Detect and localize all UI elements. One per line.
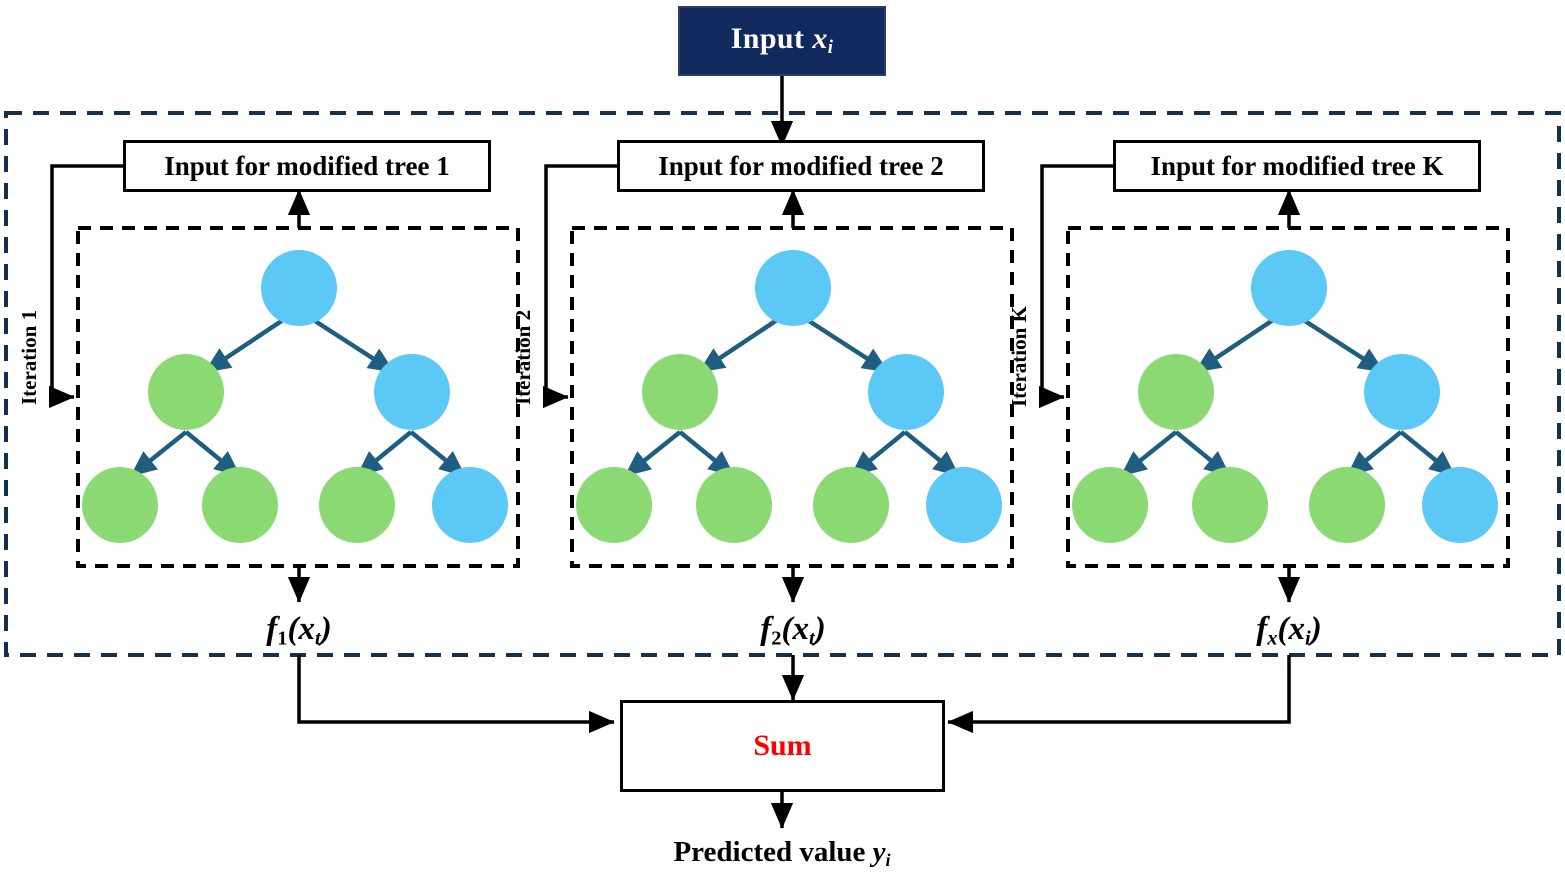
tree-node-leaf-4 — [432, 467, 508, 543]
tree-3-nodes — [1072, 250, 1498, 543]
tree-input-box-3[interactable]: Input for modified tree K — [1113, 140, 1481, 192]
tree-node-leaf-3 — [1309, 467, 1385, 543]
tree-node-root — [1251, 250, 1327, 326]
input-box[interactable]: Input xi — [678, 6, 886, 76]
arrow-output3-to-sum — [947, 655, 1291, 734]
sum-box[interactable]: Sum — [620, 700, 945, 792]
tree-input-box-1[interactable]: Input for modified tree 1 — [123, 140, 491, 192]
iteration-1-feedback-path — [48, 164, 123, 409]
predicted-value-label: Predicted value yi — [673, 836, 891, 871]
tree-node-l1-left — [1138, 354, 1214, 430]
tree-node-leaf-2 — [696, 467, 772, 543]
tree-node-leaf-3 — [813, 467, 889, 543]
tree-node-leaf-2 — [202, 467, 278, 543]
output-label-3: fx(xi) — [1256, 611, 1322, 650]
outer-loop-dashed-border — [4, 111, 1561, 657]
iteration-label-3: Iteration K — [1007, 306, 1031, 407]
tree-node-leaf-1 — [1072, 467, 1148, 543]
tree-2-nodes — [576, 250, 1002, 543]
iteration-label-1: Iteration 1 — [17, 309, 41, 405]
arrow-output1-to-sum — [297, 655, 615, 734]
tree-node-leaf-2 — [1192, 467, 1268, 543]
tree-node-leaf-4 — [926, 467, 1002, 543]
tree-node-l1-left — [642, 354, 718, 430]
tree-node-leaf-1 — [82, 467, 158, 543]
tree-node-leaf-3 — [319, 467, 395, 543]
tree-input-label-1: Input for modified tree 1 — [164, 150, 450, 181]
input-box-label: Input xi — [730, 22, 834, 59]
output-label-1: f1(xt) — [266, 611, 332, 650]
iteration-label-2: Iteration 2 — [511, 309, 535, 405]
tree-node-l1-right — [1364, 354, 1440, 430]
tree-node-leaf-1 — [576, 467, 652, 543]
tree-node-l1-right — [868, 354, 944, 430]
tree-node-l1-right — [374, 354, 450, 430]
tree-node-root — [261, 250, 337, 326]
tree-input-label-2: Input for modified tree 2 — [658, 150, 944, 181]
sum-box-label: Sum — [753, 729, 812, 762]
tree-node-l1-left — [148, 354, 224, 430]
iteration-2-feedback-path — [542, 164, 617, 409]
tree-node-leaf-4 — [1422, 467, 1498, 543]
tree-node-root — [755, 250, 831, 326]
tree-input-box-2[interactable]: Input for modified tree 2 — [617, 140, 985, 192]
tree-1-nodes — [82, 250, 508, 543]
output-label-2: f2(xt) — [760, 611, 826, 650]
tree-input-label-3: Input for modified tree K — [1150, 150, 1444, 181]
iteration-3-feedback-path — [1038, 164, 1113, 409]
